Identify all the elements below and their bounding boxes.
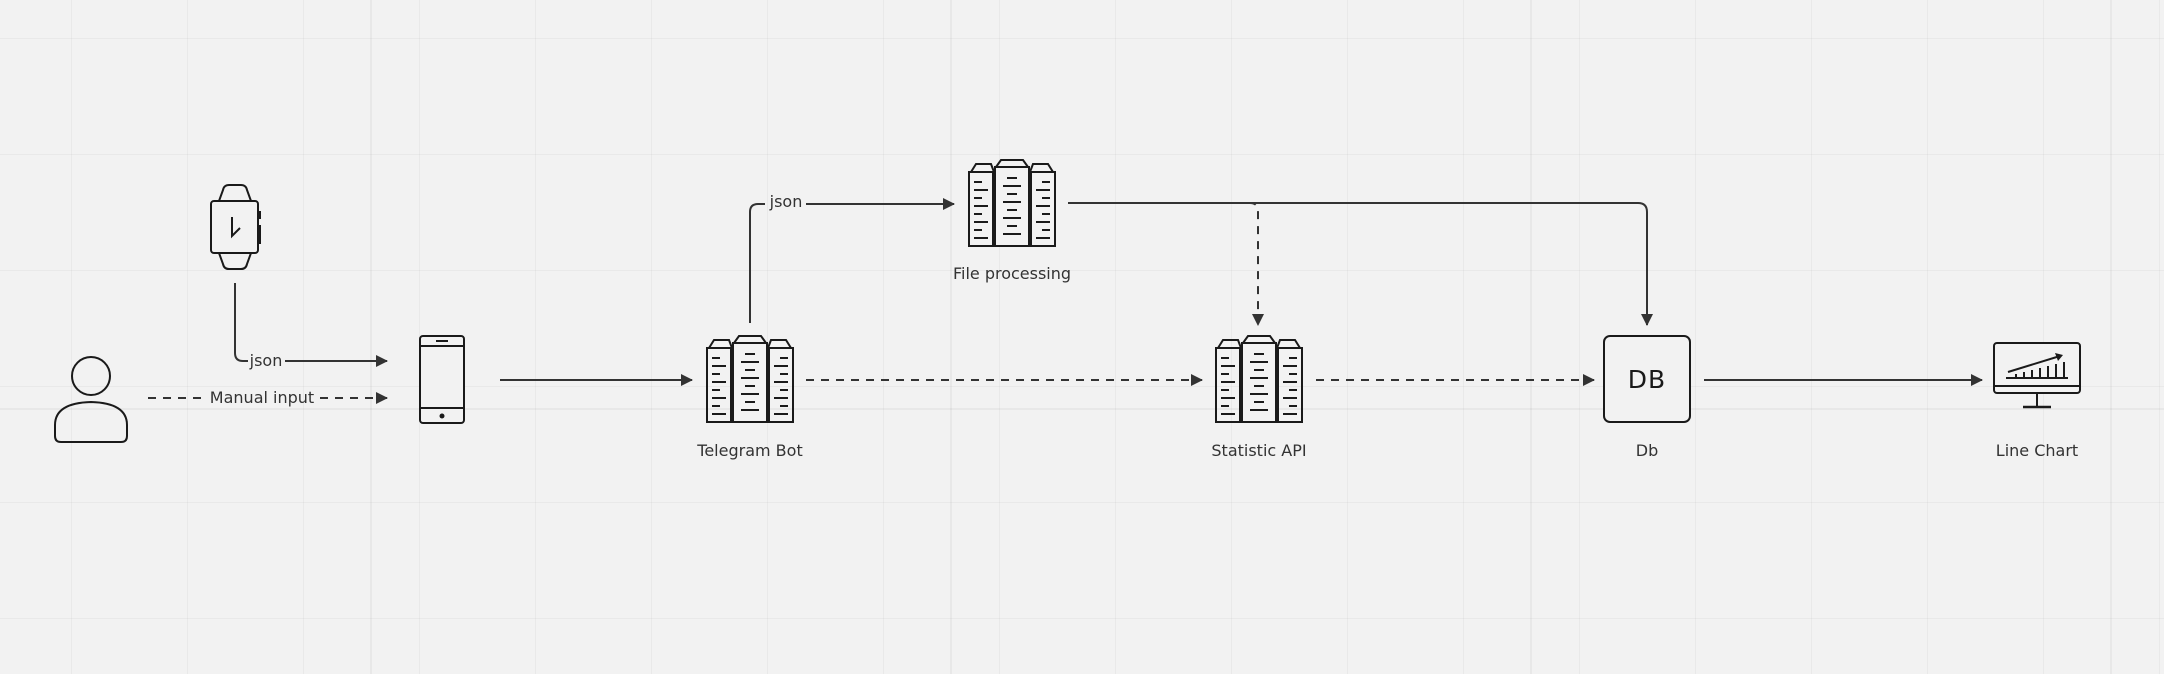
edge-file-processing-to-db[interactable]	[1068, 202, 1653, 326]
node-smartwatch[interactable]	[210, 184, 261, 270]
edge-bot-to-file-processing[interactable]: json	[749, 192, 955, 323]
server-cluster-icon	[1215, 335, 1303, 423]
node-smartphone[interactable]	[419, 335, 465, 424]
node-label-telegram-bot: Telegram Bot	[696, 441, 802, 460]
node-label-line-chart: Line Chart	[1996, 441, 2078, 460]
user-icon	[54, 356, 128, 443]
edge-label-watch-json: json	[249, 351, 283, 370]
edge-file-processing-to-statistic-api[interactable]	[1068, 202, 1264, 326]
node-label-file-processing: File processing	[953, 264, 1071, 283]
smartphone-icon	[419, 335, 465, 424]
edge-user-to-phone[interactable]: Manual input	[148, 388, 388, 407]
node-statistic-api[interactable]: Statistic API	[1211, 335, 1307, 460]
node-file-processing[interactable]: File processing	[953, 159, 1071, 283]
database-icon: DB	[1603, 335, 1691, 423]
server-cluster-icon	[968, 159, 1056, 247]
edge-label-manual-input: Manual input	[210, 388, 314, 407]
line-chart-monitor-icon	[1993, 342, 2081, 409]
node-line-chart[interactable]: Line Chart	[1993, 342, 2081, 460]
edge-label-bot-json: json	[769, 192, 803, 211]
node-db[interactable]: DB Db	[1603, 335, 1691, 460]
node-label-statistic-api: Statistic API	[1211, 441, 1306, 460]
node-label-db: Db	[1636, 441, 1658, 460]
smartwatch-icon	[210, 184, 261, 270]
db-badge-text: DB	[1628, 365, 1666, 394]
node-user[interactable]	[54, 356, 128, 443]
edge-watch-to-phone[interactable]: json	[234, 283, 388, 370]
server-cluster-icon	[706, 335, 794, 423]
node-telegram-bot[interactable]: Telegram Bot	[696, 335, 803, 460]
